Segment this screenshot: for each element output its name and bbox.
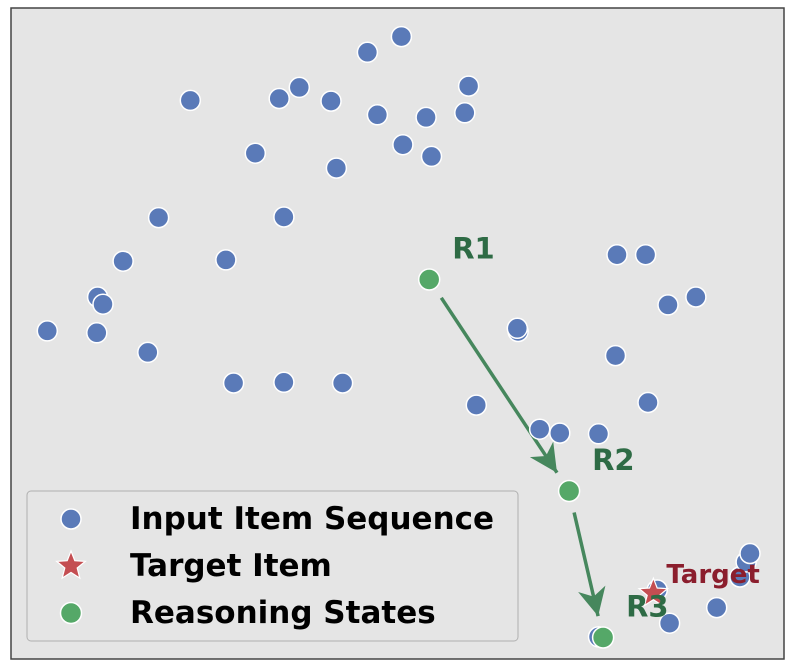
reasoning-state-label: R1 — [452, 232, 495, 266]
input-item-point — [36, 320, 59, 342]
target-annotation: Target — [666, 560, 759, 590]
input-item-point — [604, 344, 627, 367]
input-item-point — [325, 157, 348, 179]
input-item-point — [705, 596, 728, 619]
legend-marker-reasoning-states — [59, 601, 83, 625]
input-item-point — [86, 322, 108, 344]
reasoning-arrow-1 — [439, 296, 559, 474]
reasoning-state-label: R2 — [592, 443, 635, 477]
input-item-point — [222, 372, 245, 394]
input-item-point — [634, 243, 657, 266]
input-item-point — [528, 418, 551, 440]
legend-marker-input-items — [60, 508, 82, 530]
input-item-point — [506, 317, 529, 340]
legend-target-star — [55, 549, 87, 580]
arrow-layer — [439, 296, 606, 617]
input-item-point — [392, 133, 414, 156]
input-item-point — [288, 76, 311, 99]
target-item-star — [637, 576, 670, 607]
input-item-point — [366, 104, 389, 126]
legend-label-input-items: Input Item Sequence — [130, 501, 494, 537]
input-item-point — [273, 371, 295, 394]
input-item-point — [147, 206, 170, 229]
legend-label-target-item: Target Item — [130, 548, 332, 584]
input-item-point — [637, 391, 659, 414]
input-item-point — [657, 294, 679, 316]
input-item-point — [658, 612, 681, 634]
reasoning-state-point — [557, 479, 581, 503]
reasoning-state-label: R3 — [626, 590, 669, 624]
input-item-point — [179, 89, 202, 112]
legend-box — [26, 490, 519, 642]
input-item-point — [420, 145, 443, 168]
input-item-point — [606, 243, 628, 266]
legend: Input Item Sequence Target Item Reasonin… — [26, 490, 519, 642]
reasoning-arrow-2 — [572, 512, 606, 617]
input-item-point — [415, 106, 437, 129]
input-item-point — [268, 87, 290, 110]
input-item-point — [273, 206, 295, 228]
input-item-point — [92, 293, 114, 315]
reasoning-state-point — [417, 268, 441, 291]
input-item-point — [390, 25, 413, 48]
input-item-point — [331, 372, 354, 394]
legend-input-dot — [60, 508, 82, 530]
input-item-point — [137, 341, 159, 364]
legend-label-reasoning-states: Reasoning States — [130, 595, 436, 631]
input-item-point — [685, 286, 707, 308]
input-item-point — [244, 142, 267, 164]
input-item-point — [112, 250, 134, 272]
input-item-point — [356, 41, 379, 64]
input-item-point — [215, 249, 237, 271]
input-item-point — [457, 75, 480, 97]
input-item-point — [587, 423, 610, 445]
input-item-point — [465, 394, 488, 416]
input-item-point — [454, 102, 476, 124]
legend-reasoning-dot — [59, 601, 83, 625]
points-layer — [36, 25, 761, 649]
input-item-point — [549, 422, 571, 444]
input-item-point — [739, 542, 761, 565]
reasoning-state-point — [591, 626, 615, 649]
input-item-point — [320, 90, 342, 112]
legend-marker-target-item — [55, 549, 87, 580]
